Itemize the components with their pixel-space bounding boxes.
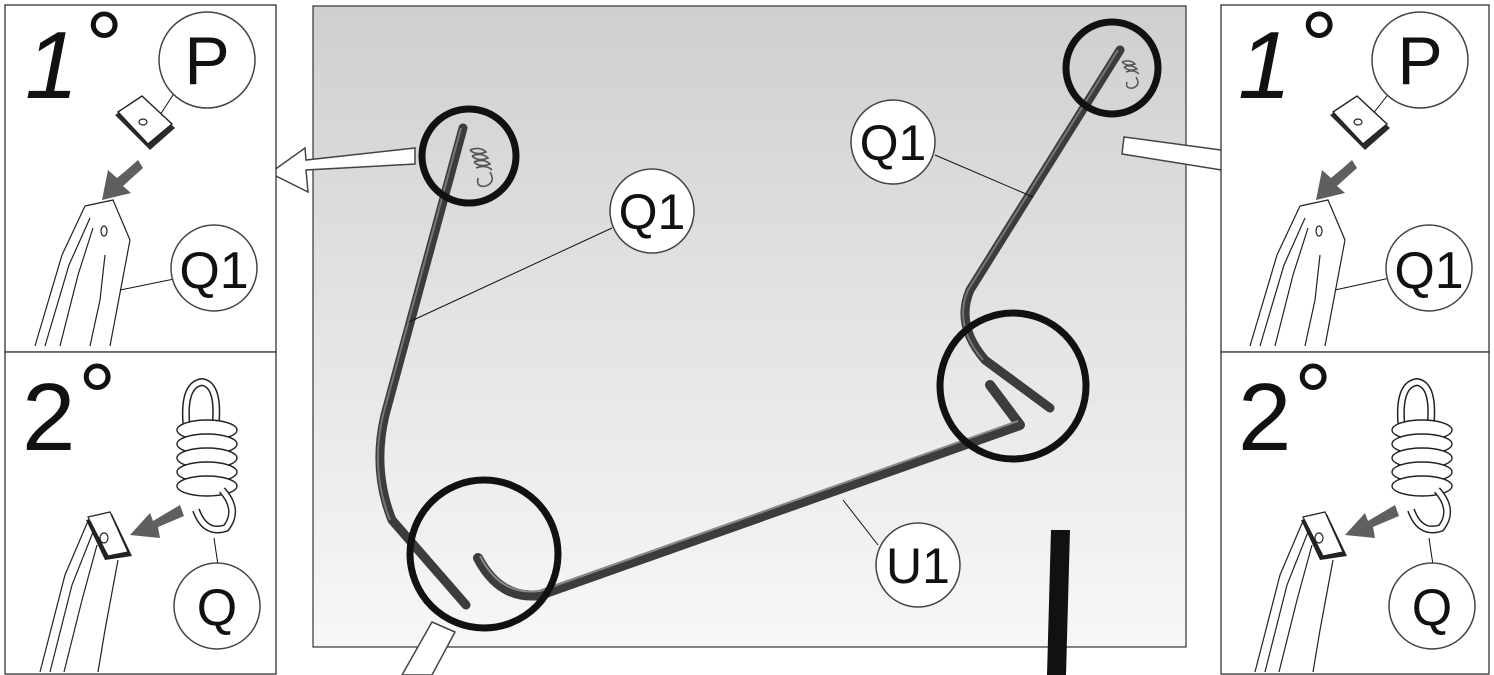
base-frame-u1 bbox=[473, 380, 1025, 601]
right-step2-number: 2 bbox=[1238, 364, 1291, 471]
right-plug-icon bbox=[1330, 95, 1390, 150]
left-step1-degree: ° bbox=[85, 0, 123, 99]
left-tube-q1 bbox=[375, 123, 494, 610]
detail-ring-middle-right bbox=[936, 309, 1090, 463]
left-step2: 2 ° bbox=[22, 344, 261, 673]
right-tube-end-icon-2 bbox=[1254, 511, 1347, 673]
detail-ring-top-left bbox=[418, 105, 520, 207]
right-panel: 1 ° P Q1 2 bbox=[1220, 0, 1490, 675]
right-step1-number: 1 bbox=[1238, 12, 1291, 119]
left-callout-q1-text: Q1 bbox=[179, 242, 248, 300]
left-panel: 1 ° P Q1 bbox=[4, 0, 277, 675]
main-photo: Q1 Q1 U1 bbox=[312, 5, 1187, 675]
left-step1-number: 1 bbox=[25, 12, 78, 119]
right-tube-q1 bbox=[960, 45, 1140, 413]
right-step1-arrow bbox=[1316, 160, 1357, 200]
right-callout-p bbox=[1371, 11, 1469, 109]
callout-u1-text: U1 bbox=[886, 538, 950, 594]
right-step1-degree: ° bbox=[1300, 0, 1338, 99]
callout-left-q1: Q1 bbox=[609, 168, 695, 254]
left-spring-icon bbox=[176, 377, 238, 534]
callout-left-q1-text: Q1 bbox=[619, 184, 686, 240]
left-callout-q1 bbox=[170, 224, 258, 312]
right-callout-q-text: Q bbox=[1412, 579, 1452, 637]
right-tube-end-icon bbox=[1249, 199, 1346, 347]
callout-right-q1: Q1 bbox=[850, 99, 936, 185]
left-tube-end-icon-2 bbox=[39, 511, 132, 673]
right-step2-arrow bbox=[1345, 505, 1399, 538]
right-step1: 1 ° P Q1 bbox=[1238, 0, 1473, 347]
left-plug-icon bbox=[115, 95, 175, 150]
left-callout-p bbox=[158, 11, 256, 109]
left-step1: 1 ° P Q1 bbox=[25, 0, 258, 347]
left-step2-arrow bbox=[130, 505, 184, 538]
left-callout-q-text: Q bbox=[197, 579, 237, 637]
spring-right bbox=[1121, 60, 1140, 89]
left-step2-number: 2 bbox=[22, 364, 75, 471]
leader-left-q1 bbox=[408, 227, 613, 323]
spring-left bbox=[469, 147, 494, 188]
right-callout-q1 bbox=[1385, 224, 1473, 312]
leader-u1 bbox=[842, 499, 879, 546]
callout-right-q1-text: Q1 bbox=[860, 115, 927, 171]
dark-bar bbox=[1047, 530, 1070, 675]
right-step2: 2 ° bbox=[1238, 344, 1476, 673]
right-callout-q bbox=[1388, 562, 1476, 650]
left-callout-q bbox=[173, 562, 261, 650]
right-spring-icon bbox=[1391, 377, 1453, 534]
right-callout-q1-text: Q1 bbox=[1394, 242, 1463, 300]
callout-u1: U1 bbox=[875, 522, 961, 608]
detail-ring-top-right bbox=[1062, 18, 1162, 118]
left-callout-p-text: P bbox=[184, 23, 229, 99]
left-tube-end-icon bbox=[34, 199, 131, 347]
arrow-bottom bbox=[401, 621, 457, 675]
left-step2-degree: ° bbox=[78, 344, 116, 451]
leader-right-q1 bbox=[934, 154, 1034, 198]
right-step2-degree: ° bbox=[1294, 344, 1332, 451]
left-step1-arrow bbox=[102, 160, 143, 200]
arrow-to-left-panel bbox=[268, 146, 416, 194]
detail-ring-bottom-left bbox=[406, 476, 562, 632]
right-callout-p-text: P bbox=[1397, 23, 1442, 99]
